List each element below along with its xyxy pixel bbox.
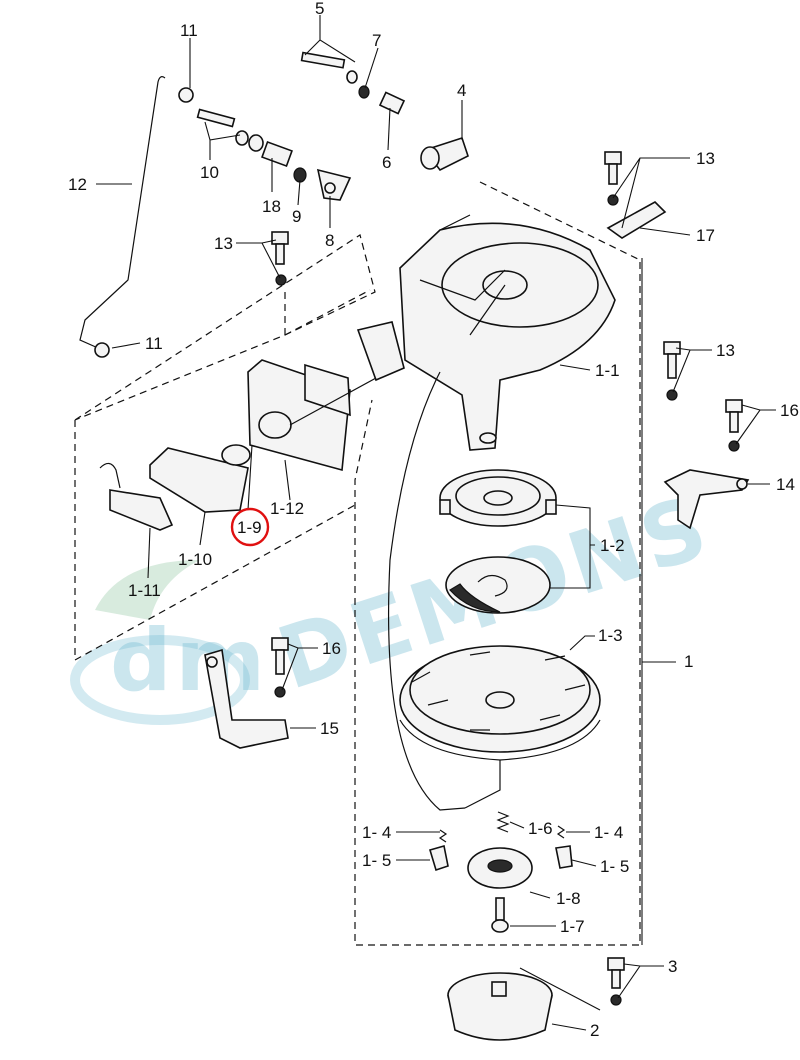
label-1-11: 1-11	[128, 581, 161, 600]
label-1-4-right: 1- 4	[594, 823, 623, 842]
label-1-12: 1-12	[270, 499, 304, 518]
starter-rope-lower	[464, 760, 501, 809]
label-1-7: 1-7	[560, 917, 585, 936]
bolt-1-7	[491, 897, 509, 933]
assembly-inner-box	[284, 289, 371, 336]
highlight-circle-1-9	[230, 507, 270, 547]
label-16-left: 16	[322, 639, 341, 658]
pin-6	[378, 91, 406, 115]
bolt-13-right-mid	[663, 341, 681, 401]
assembly-boundary-handle	[74, 234, 376, 662]
label-18: 18	[262, 197, 281, 216]
bolt-16-right	[725, 399, 743, 452]
label-9: 9	[292, 207, 301, 226]
starter-cup-2	[447, 972, 553, 1041]
label-1-5-left: 1- 5	[362, 851, 391, 870]
rod-clip-bottom	[94, 342, 110, 358]
starter-housing	[356, 214, 616, 451]
handle-insert-1-11	[99, 462, 174, 531]
label-12: 12	[68, 175, 87, 194]
spring-1-4-left	[438, 829, 448, 843]
label-1-4-left: 1- 4	[362, 823, 391, 842]
bolt-13-right-top	[604, 151, 622, 206]
label-1-3: 1-3	[598, 626, 623, 645]
link-bracket-4	[420, 136, 469, 172]
handle-grip-1-12	[247, 359, 351, 472]
pawl-1-5-left	[429, 844, 449, 872]
plate-17	[606, 201, 667, 239]
label-1-9: 1-9	[237, 518, 262, 537]
label-5: 5	[315, 0, 324, 18]
label-17: 17	[696, 226, 715, 245]
rod-clip-top	[178, 87, 194, 103]
watermark-logo-text: dm	[110, 611, 269, 711]
label-4: 4	[457, 81, 466, 100]
label-1-8: 1-8	[556, 889, 581, 908]
label-16-right: 16	[780, 401, 799, 420]
rope-pulley-1-3	[399, 645, 601, 761]
bolt-13-left	[271, 231, 289, 286]
label-10: 10	[200, 163, 219, 182]
bolt-16-left	[271, 637, 289, 698]
assembly-boundary-1	[354, 181, 641, 946]
washer-9	[293, 167, 307, 183]
bolt-5	[300, 51, 370, 99]
label-13-right: 13	[716, 341, 735, 360]
label-6: 6	[382, 153, 391, 172]
spring-1-4-right	[556, 825, 566, 839]
label-1: 1	[684, 652, 693, 671]
pawl-1-5-right	[555, 845, 573, 869]
label-1-5-right: 1- 5	[600, 857, 629, 876]
screw-10	[196, 108, 264, 152]
label-3: 3	[668, 957, 677, 976]
lever-8-hole	[324, 182, 336, 194]
label-8: 8	[325, 231, 334, 250]
bracket-15	[204, 648, 289, 749]
bolt-3	[607, 957, 625, 1006]
starter-rope-top	[289, 377, 377, 426]
label-11-bottom: 11	[145, 334, 163, 353]
label-14: 14	[776, 475, 795, 494]
ratchet-1-8	[467, 847, 533, 889]
spring-1-6	[496, 811, 510, 833]
bracket-14	[663, 469, 750, 530]
starter-rope-run	[388, 371, 466, 811]
label-2: 2	[590, 1021, 599, 1040]
spring-cover-1-2	[439, 469, 557, 527]
label-1-6: 1-6	[528, 819, 553, 838]
label-1-1: 1-1	[595, 361, 620, 380]
handle-1-10	[149, 444, 251, 513]
watermark: dm DEMONS	[70, 477, 722, 725]
label-13-left: 13	[214, 234, 233, 253]
label-15: 15	[320, 719, 339, 738]
label-1-10: 1-10	[178, 550, 212, 569]
label-11-top: 11	[180, 21, 198, 40]
collar-18	[261, 141, 293, 167]
label-13-top: 13	[696, 149, 715, 168]
leader-lines	[96, 15, 776, 1031]
label-1-2: 1-2	[600, 536, 625, 555]
link-rod	[79, 76, 166, 349]
label-7: 7	[372, 31, 381, 50]
recoil-spring	[445, 556, 551, 614]
part-labels: 11 5 7 4 12 10 18 9 6 8 13 17 13 11 1-1 …	[68, 0, 799, 1040]
